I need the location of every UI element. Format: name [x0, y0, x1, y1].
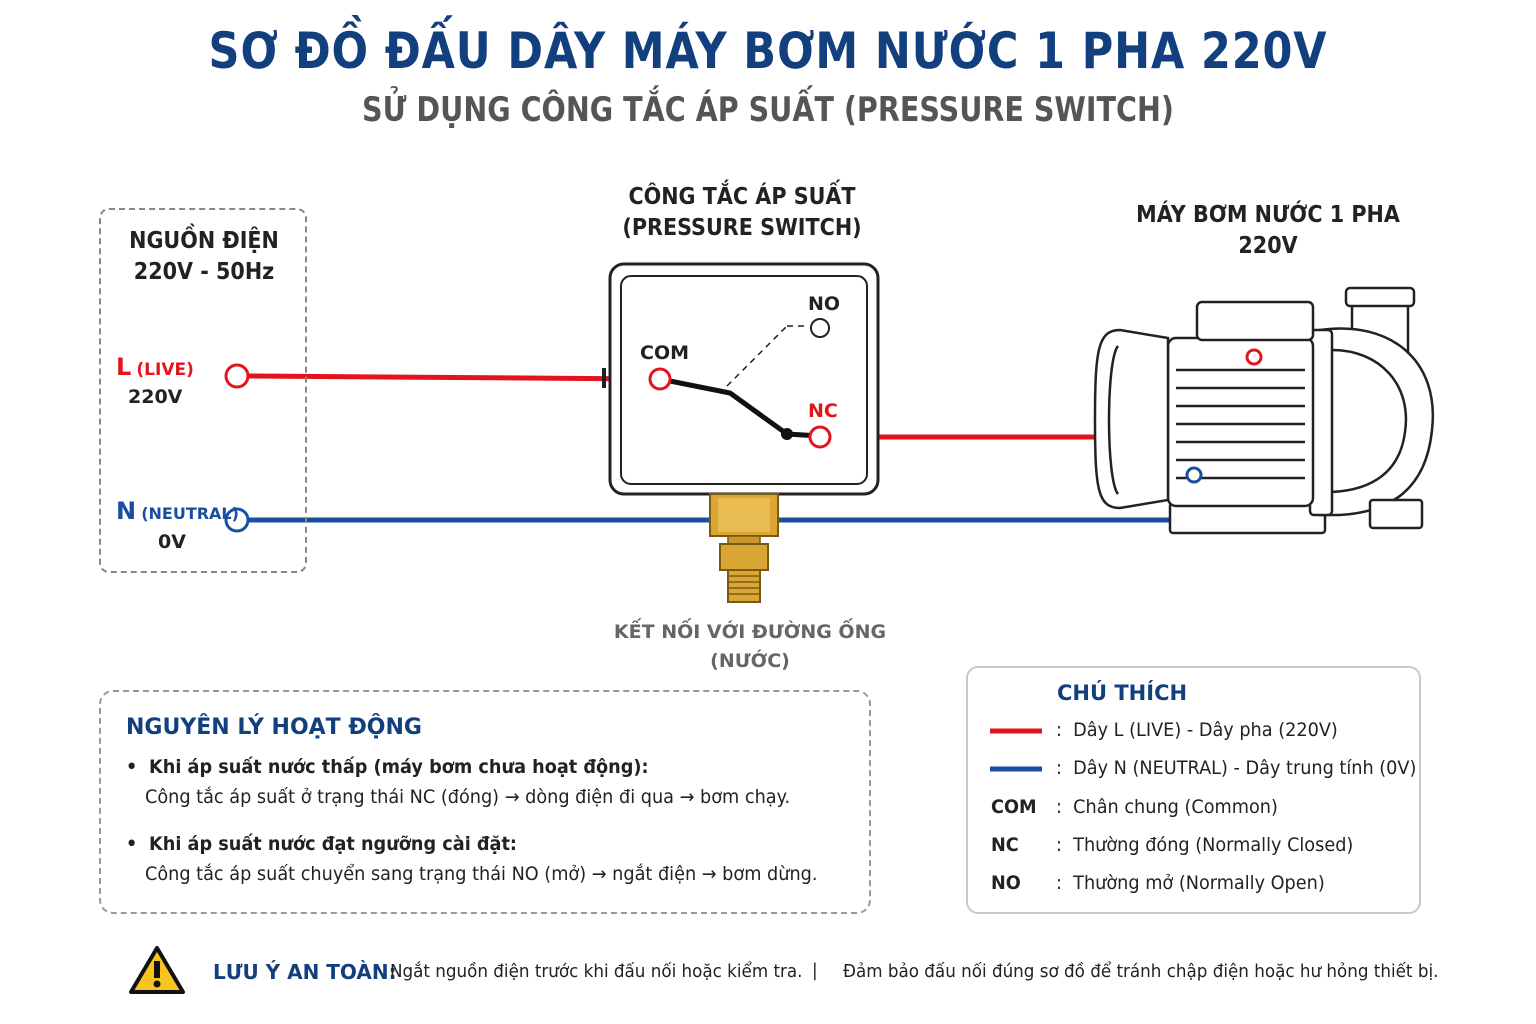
operating-principle-card	[99, 690, 871, 914]
live-label: L (LIVE)	[116, 353, 194, 381]
legend-key-com: COM	[991, 796, 1037, 818]
source-title: NGUỒN ĐIỆN 220V - 50Hz	[129, 228, 279, 285]
pump-live-terminal	[1245, 348, 1263, 366]
legend-row-no: : Thường mở (Normally Open)	[1056, 872, 1325, 894]
neutral-voltage: 0V	[158, 531, 186, 553]
legend-row-live: : Dây L (LIVE) - Dây pha (220V)	[1056, 719, 1338, 741]
neutral-label: N (NEUTRAL)	[116, 497, 239, 525]
legend-heading: CHÚ THÍCH	[1057, 681, 1188, 705]
safety-note-2: Đảm bảo đấu nối đúng sơ đồ để tránh chập…	[843, 961, 1439, 982]
nc-terminal	[808, 425, 832, 449]
nc-label: NC	[808, 400, 838, 422]
pressure-switch-face	[620, 275, 868, 485]
safety-divider: |	[812, 960, 818, 981]
legend-row-com: : Chân chung (Common)	[1056, 796, 1278, 818]
legend-key-no: NO	[991, 872, 1021, 894]
pump-neutral-terminal	[1185, 466, 1203, 484]
com-label: COM	[640, 342, 690, 364]
no-terminal	[810, 318, 830, 338]
pipe-connection-label: KẾT NỐI VỚI ĐƯỜNG ỐNG (NƯỚC)	[613, 621, 887, 672]
legend-row-neutral: : Dây N (NEUTRAL) - Dây trung tính (0V)	[1056, 757, 1417, 779]
pump-title: MÁY BƠM NƯỚC 1 PHA 220V	[1136, 202, 1400, 259]
page-title: SƠ ĐỒ ĐẤU DÂY MÁY BƠM NƯỚC 1 PHA 220V	[208, 22, 1328, 80]
pump-motor-icon	[1093, 286, 1435, 535]
live-source-terminal	[224, 363, 250, 389]
legend-row-nc: : Thường đóng (Normally Closed)	[1056, 834, 1354, 856]
live-wire-source	[248, 373, 661, 382]
no-label: NO	[808, 293, 841, 315]
principle-item: • Khi áp suất nước thấp (máy bơm chưa ho…	[126, 756, 791, 808]
com-terminal	[648, 367, 672, 391]
principle-item: • Khi áp suất nước đạt ngưỡng cài đặt: C…	[126, 833, 818, 885]
warning-icon	[129, 946, 185, 994]
safety-label: LƯU Ý AN TOÀN:	[213, 960, 397, 984]
power-source-box	[99, 208, 307, 573]
principle-heading: NGUYÊN LÝ HOẠT ĐỘNG	[126, 715, 422, 740]
live-voltage: 220V	[128, 386, 183, 408]
page-subtitle: SỬ DỤNG CÔNG TẮC ÁP SUẤT (PRESSURE SWITC…	[362, 90, 1174, 130]
brass-fitting-icon	[709, 493, 779, 603]
contact-lever	[657, 376, 823, 439]
safety-note-1: Ngắt nguồn điện trước khi đấu nối hoặc k…	[390, 961, 803, 982]
legend-key-nc: NC	[991, 834, 1019, 856]
lever-pivot	[781, 428, 793, 440]
legend-box	[966, 666, 1421, 914]
neutral-source-terminal	[224, 507, 250, 533]
pressure-switch-title: CÔNG TẮC ÁP SUẤT (PRESSURE SWITCH)	[622, 184, 862, 241]
dashed-no-path	[726, 325, 788, 387]
